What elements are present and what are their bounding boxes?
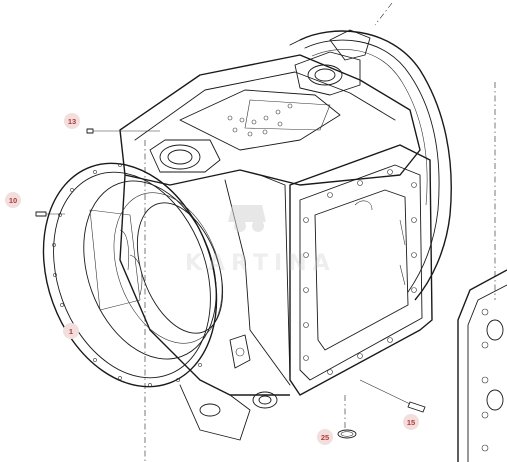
reference-lines [144,2,496,462]
side-bolt-holes [303,169,417,375]
part-15-bolt [359,379,426,413]
callout-15[interactable]: 15 [403,414,419,430]
callout-1[interactable]: 1 [63,323,79,339]
adjacent-cover-partial [457,269,507,462]
callout-1-label: 1 [69,327,73,336]
callout-10[interactable]: 10 [5,192,21,208]
part-10-plug [35,211,65,217]
watermark-text: KARTINA [185,251,336,276]
flange-bolt-ring [52,163,202,387]
callout-13-label: 13 [68,117,76,126]
housing-side-box [289,144,433,396]
callout-13[interactable]: 13 [64,113,80,129]
part-25-oring [337,429,357,439]
callout-15-label: 15 [407,418,415,427]
callout-10-label: 10 [9,196,17,205]
callout-25[interactable]: 25 [317,429,333,445]
watermark-logo: KARTINA [185,205,336,276]
top-port-left [149,139,221,173]
callout-25-label: 25 [321,433,329,442]
top-port-right [294,51,361,96]
front-bell-flange [42,162,224,388]
housing-lower [119,169,291,441]
part-13-pin [86,128,160,134]
top-bolt-holes [227,103,293,137]
housing-top [119,29,421,186]
